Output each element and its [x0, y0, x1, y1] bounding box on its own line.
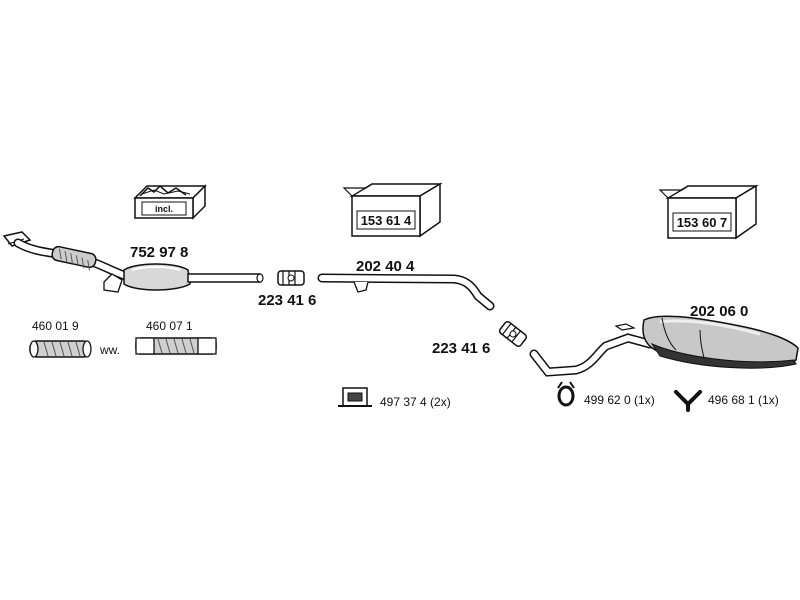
- label-flex-2: 460 07 1: [146, 319, 193, 333]
- label-clamp-right: 223 41 6: [432, 340, 490, 357]
- label-flex-1: 460 01 9: [32, 319, 79, 333]
- label-middle-pipe: 202 40 4: [356, 258, 415, 275]
- kit-box-153-60-7: 153 60 7: [658, 184, 759, 240]
- kit-box-153-61-4: 153 61 4: [342, 182, 443, 238]
- mount-bracket-icon: [338, 387, 372, 407]
- label-ww: ww.: [99, 343, 120, 357]
- rear-silencer: [529, 315, 799, 377]
- middle-pipe: [317, 273, 495, 311]
- label-front-pipe-cat: 752 97 8: [130, 244, 188, 261]
- clamp-left: [277, 270, 305, 286]
- label-rear-silencer: 202 06 0: [690, 303, 748, 320]
- hanger-y-icon: [674, 390, 702, 412]
- label-clamp-left: 223 41 6: [258, 292, 316, 309]
- kit-box-incl-label: incl.: [155, 204, 173, 214]
- label-hanger-y: 496 68 1 (1x): [708, 393, 779, 407]
- flex-pipe-460-07-1: [135, 337, 217, 355]
- kit-box-153-60-7-label: 153 60 7: [677, 215, 728, 230]
- label-rubber-ring: 499 62 0 (1x): [584, 393, 655, 407]
- rubber-ring-icon: [557, 381, 575, 407]
- flex-pipe-460-01-9: [29, 340, 92, 358]
- front-pipe-catalytic-converter: [2, 231, 264, 293]
- kit-box-incl: incl.: [133, 184, 207, 220]
- kit-box-153-61-4-label: 153 61 4: [361, 213, 412, 228]
- label-mount-bracket: 497 37 4 (2x): [380, 395, 451, 409]
- clamp-right: [498, 320, 528, 348]
